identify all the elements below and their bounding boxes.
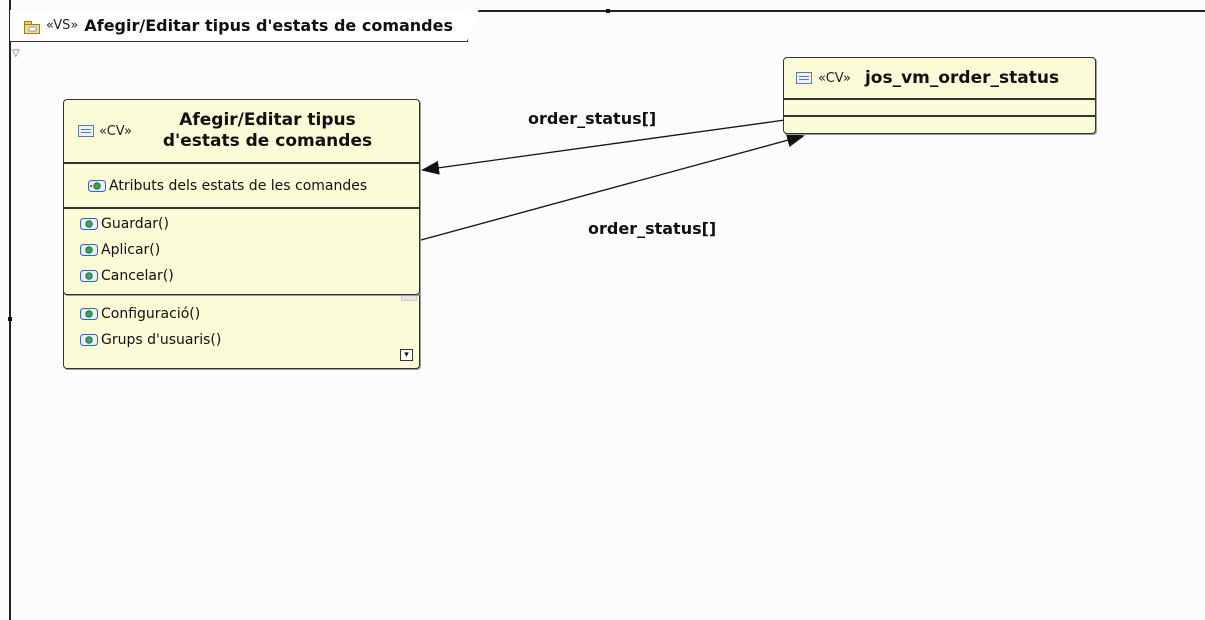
operation-row[interactable]: Grups d'usuaris() <box>80 327 340 353</box>
operation-icon <box>80 334 98 346</box>
class-icon <box>796 72 812 84</box>
order-status-class-box[interactable]: «CV» jos_vm_order_status <box>783 57 1096 134</box>
main-class-name-line1: Afegir/Editar tipus <box>179 110 356 130</box>
order-status-stereotype: «CV» <box>818 70 851 86</box>
operation-label: Grups d'usuaris() <box>101 332 222 348</box>
class-icon <box>78 125 94 137</box>
operation-label: Aplicar() <box>101 242 161 258</box>
operation-row[interactable]: Aplicar() <box>80 237 174 263</box>
association-label-top: order_status[] <box>528 109 657 128</box>
operation-label: Configuració() <box>101 306 201 322</box>
operation-icon <box>80 218 98 230</box>
attribute-row[interactable]: Atributs dels estats de les comandes <box>88 173 367 199</box>
operations-compartment: Guardar() Aplicar() Cancelar() <box>80 211 174 289</box>
diagram-frame-left-edge <box>9 0 11 620</box>
attribute-icon <box>88 180 106 192</box>
attribute-label: Atributs dels estats de les comandes <box>109 178 368 194</box>
resize-handle-left[interactable] <box>8 317 12 321</box>
diagram-title: Afegir/Editar tipus d'estats de comandes <box>84 16 454 35</box>
compartment-divider <box>784 115 1095 117</box>
operation-label: Guardar() <box>101 216 169 232</box>
compartment-divider <box>784 98 1095 100</box>
main-class-box[interactable]: «CV» Afegir/Editar tipus d'estats de com… <box>63 99 420 295</box>
resize-handle-top[interactable] <box>606 9 610 13</box>
operation-row[interactable]: Cancelar() <box>80 263 174 289</box>
overflow-operations: Configuració() Grups d'usuaris() <box>80 301 340 359</box>
operation-row[interactable]: Guardar() <box>80 211 174 237</box>
collapse-triangle-icon[interactable]: ▽ <box>12 48 20 59</box>
main-class-stereotype: «CV» <box>99 123 132 139</box>
association-line-to-main-class[interactable] <box>421 119 786 175</box>
operation-icon <box>80 244 98 256</box>
order-status-class-header: «CV» jos_vm_order_status <box>784 58 1095 98</box>
package-icon <box>24 19 40 34</box>
main-class-name: Afegir/Editar tipus d'estats de comandes <box>132 110 403 152</box>
diagram-stereotype: «VS» <box>46 18 79 33</box>
main-class-header: «CV» Afegir/Editar tipus d'estats de com… <box>64 100 419 162</box>
compartment-divider <box>64 162 419 164</box>
main-class-overflow-list[interactable]: Configuració() Grups d'usuaris() ▾ <box>63 285 420 369</box>
operation-icon <box>80 308 98 320</box>
operation-row[interactable]: Configuració() <box>80 301 340 327</box>
compartment-divider <box>64 207 419 209</box>
operation-icon <box>80 270 98 282</box>
main-class-name-line2: d'estats de comandes <box>162 131 373 151</box>
order-status-class-name: jos_vm_order_status <box>864 68 1060 88</box>
association-line-to-order-status[interactable] <box>420 133 805 241</box>
diagram-title-tab[interactable]: «VS» Afegir/Editar tipus d'estats de com… <box>10 9 480 42</box>
scroll-down-button[interactable]: ▾ <box>400 349 413 361</box>
operation-row-clipped <box>80 349 340 359</box>
operation-label: Cancelar() <box>101 268 174 284</box>
association-label-bottom: order_status[] <box>588 219 717 238</box>
